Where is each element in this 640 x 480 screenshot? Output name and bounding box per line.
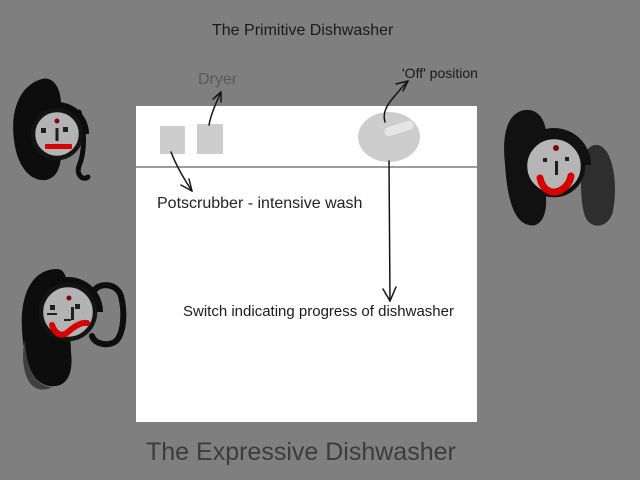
dial-notch bbox=[383, 119, 415, 138]
sad-face-drawing bbox=[21, 268, 127, 390]
off-position-label: 'Off' position bbox=[402, 65, 478, 81]
dryer-label: Dryer bbox=[198, 71, 238, 88]
switch-progress-label: Switch indicating progress of dishwasher bbox=[183, 303, 454, 320]
bottom-title: The Expressive Dishwasher bbox=[146, 438, 456, 466]
potscrubber-label: Potscrubber - intensive wash bbox=[157, 195, 363, 212]
neutral-face-drawing bbox=[13, 78, 91, 181]
top-title: The Primitive Dishwasher bbox=[212, 22, 394, 39]
panel-divider-line bbox=[136, 166, 477, 168]
happy-face-drawing bbox=[504, 109, 615, 226]
dryer-button-left bbox=[160, 126, 185, 154]
dryer-button-right bbox=[197, 124, 223, 154]
dishwasher-panel bbox=[136, 106, 477, 422]
off-dial bbox=[358, 112, 420, 162]
